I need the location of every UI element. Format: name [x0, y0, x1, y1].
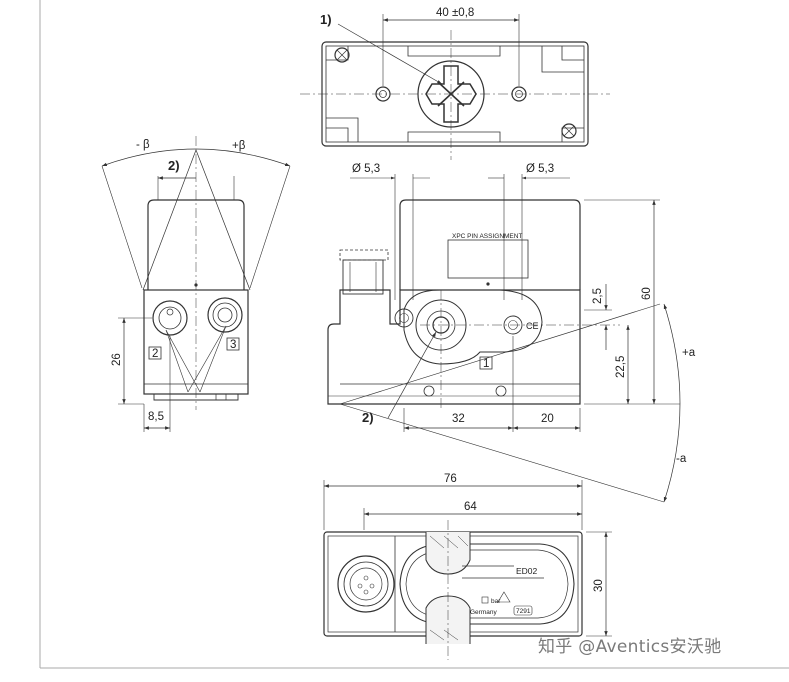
dim-8-5: 8,5	[148, 411, 164, 423]
dia-left: Ø 5,3	[352, 163, 380, 175]
dim-2-5: 2,5	[592, 288, 604, 304]
plate-origin: Germany	[470, 609, 497, 616]
callout-2-side: 2)	[168, 158, 180, 173]
dia-right: Ø 5,3	[526, 163, 554, 175]
plus-beta-label: +β	[232, 140, 246, 152]
minus-a-label: -a	[676, 453, 687, 465]
dim-32: 32	[452, 413, 465, 425]
display-label: XPC PIN ASSIGNMENT	[452, 233, 522, 240]
dim-20: 20	[541, 413, 554, 425]
dim-64: 64	[464, 501, 477, 513]
plate-number: 7291	[516, 608, 531, 615]
dim-76: 76	[444, 473, 457, 485]
dim-22-5: 22,5	[615, 356, 627, 378]
front-view: CE	[327, 174, 681, 503]
plate-code: ED02	[516, 566, 538, 576]
port-1-label: 1	[483, 358, 489, 370]
top-view	[300, 14, 610, 160]
plus-a-label: +a	[682, 347, 696, 359]
side-view	[101, 136, 291, 432]
watermark: 知乎 @Aventics安沃驰	[538, 637, 722, 657]
callout-2-front: 2)	[362, 410, 374, 425]
bottom-view	[323, 480, 612, 660]
plate-unit-bar: bar	[491, 598, 501, 605]
callout-1-top: 1)	[320, 12, 332, 27]
dim-60: 60	[641, 287, 653, 300]
svg-text:CE: CE	[526, 321, 539, 331]
dim-30: 30	[593, 579, 605, 592]
port-3-label: 3	[230, 339, 236, 351]
port-2-label: 2	[152, 348, 158, 360]
dim-40: 40 ±0,8	[436, 7, 474, 19]
minus-beta-label: - β	[136, 139, 150, 151]
dim-26: 26	[111, 353, 123, 366]
